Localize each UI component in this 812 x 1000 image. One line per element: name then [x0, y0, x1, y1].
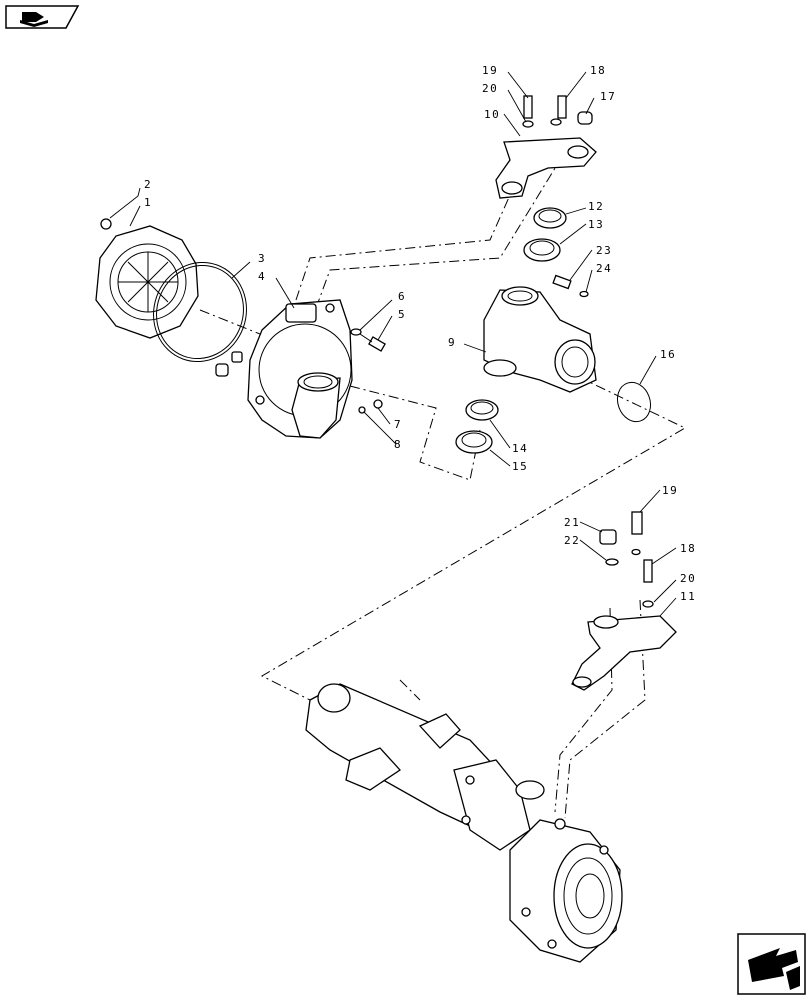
bearing-upper: [523, 207, 567, 262]
callout-12: 12: [588, 200, 604, 213]
bolt-23-24: [552, 274, 589, 298]
bearing-lower: [455, 399, 499, 454]
callout-19a: 19: [482, 64, 498, 77]
callout-20a: 20: [482, 82, 498, 95]
callout-23: 23: [596, 244, 612, 257]
callout-5: 5: [398, 308, 406, 321]
callout-15: 15: [512, 460, 528, 473]
seal-ring: [616, 381, 652, 423]
callout-13: 13: [588, 218, 604, 231]
callout-10: 10: [484, 108, 500, 121]
screw-7-8: [358, 399, 383, 414]
callout-11: 11: [680, 590, 696, 603]
callout-16: 16: [660, 348, 676, 361]
washer-6: [350, 328, 362, 336]
book-arrow-icon: [20, 12, 48, 27]
wheel-hub: [509, 818, 623, 963]
callout-18a: 18: [590, 64, 606, 77]
callout-labels: 2 1 3 4 6 5 7 8 9 10 19 20 18 17 12 13 2…: [144, 64, 696, 603]
callout-4: 4: [258, 270, 266, 283]
back-to-index-button[interactable]: [5, 5, 80, 29]
gear-housing: [247, 299, 353, 439]
callout-21: 21: [564, 516, 580, 529]
callout-7: 7: [394, 418, 402, 431]
callout-17: 17: [600, 90, 616, 103]
swivel-housing: [483, 286, 597, 393]
callout-19b: 19: [662, 484, 678, 497]
steering-arm-lower: [571, 615, 677, 691]
axle-beam: [305, 683, 545, 851]
callout-2: 2: [144, 178, 152, 191]
steering-arm-upper: [495, 95, 597, 199]
next-page-button[interactable]: [737, 933, 806, 995]
arrow-icon: [748, 948, 800, 990]
plug-fittings: [215, 351, 243, 377]
callout-22: 22: [564, 534, 580, 547]
o-ring: [153, 261, 247, 363]
callout-6: 6: [398, 290, 406, 303]
callout-18b: 18: [680, 542, 696, 555]
callout-20b: 20: [680, 572, 696, 585]
callout-24: 24: [596, 262, 612, 275]
bolt-5: [359, 333, 386, 352]
leader-lines: [109, 71, 677, 617]
lower-fasteners: [599, 511, 654, 608]
callout-9: 9: [448, 336, 456, 349]
cover-plate: [95, 218, 199, 339]
callout-8: 8: [394, 438, 402, 451]
callout-1: 1: [144, 196, 152, 209]
callout-14: 14: [512, 442, 528, 455]
callout-3: 3: [258, 252, 266, 265]
